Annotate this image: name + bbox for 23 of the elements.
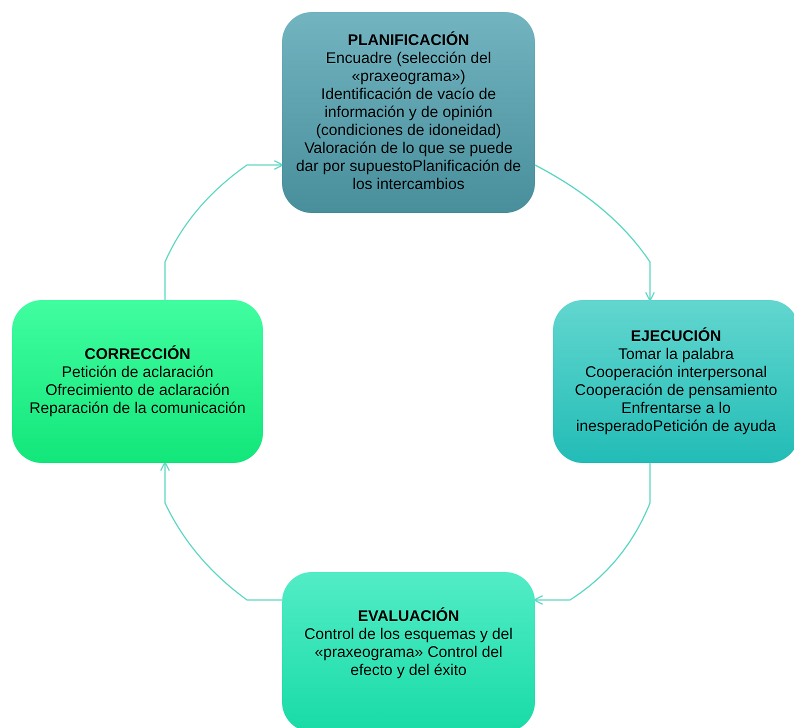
stage-item: Ofrecimiento de aclaración <box>45 382 230 400</box>
stage-title: EVALUACIÓN <box>358 608 460 626</box>
stage-item: Cooperación interpersonal <box>585 364 767 382</box>
curved-arrow <box>534 164 656 302</box>
curved-arrow <box>164 160 284 300</box>
stage-item: Reparación de la comunicación <box>29 400 246 418</box>
stage-item: Encuadre (selección del «praxeograma») <box>324 50 492 86</box>
stage-item: Control de los esquemas y del «praxeograma» Control del efecto y del éxito <box>303 626 514 680</box>
stage-title: EJECUCIÓN <box>630 328 722 346</box>
stage-item: Valoración de lo que se puede dar por supuestoPlanificación de los intercambios <box>295 140 522 194</box>
stage-item: Petición de aclaración <box>62 364 214 382</box>
stage-box <box>282 12 535 213</box>
stage-title: PLANIFICACIÓN <box>348 32 470 50</box>
stage-title: CORRECCIÓN <box>84 346 190 364</box>
curved-arrow <box>160 461 282 601</box>
curved-arrow <box>533 463 651 606</box>
stage-item: Enfrentarse a lo inesperadoPetición de ayuda <box>575 400 777 436</box>
stage-box <box>553 300 794 463</box>
stage-box <box>12 300 263 463</box>
stage-box <box>282 572 535 728</box>
stage-item: Tomar la palabra <box>618 346 734 364</box>
stage-item: Identificación de vacío de información y de opinión (condiciones de idoneidad) <box>314 86 502 140</box>
stage-item: Cooperación de pensamiento <box>574 382 778 400</box>
